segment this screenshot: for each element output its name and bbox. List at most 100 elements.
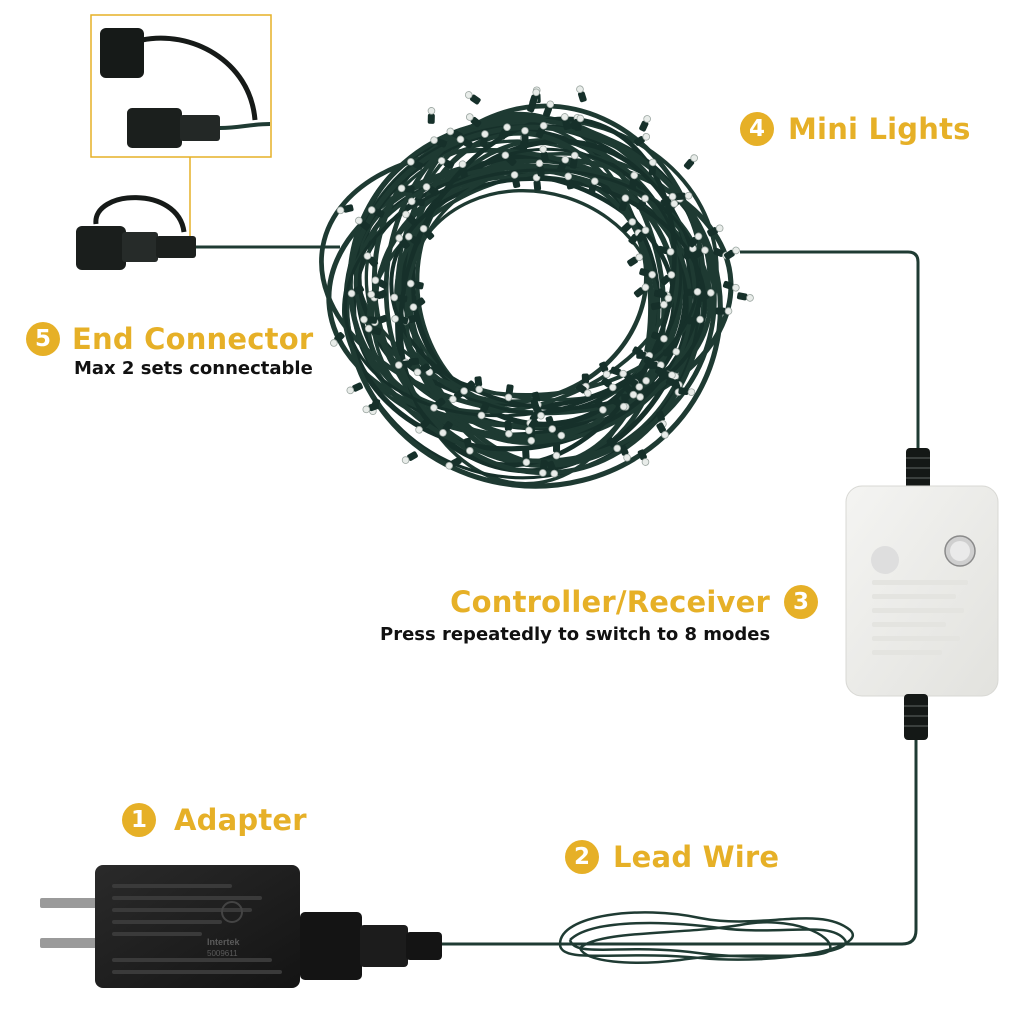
- callout-lead-wire: 2 Lead Wire: [565, 840, 779, 874]
- mini-light-bulb: [546, 460, 559, 478]
- callout-number-badge: 1: [122, 803, 156, 837]
- mini-light-bulb: [651, 331, 668, 343]
- callout-number-badge: 2: [565, 840, 599, 874]
- adapter-cert-number: 5009611: [207, 949, 238, 958]
- mini-light-bulb: [510, 171, 521, 189]
- mini-light-bulb: [501, 151, 517, 166]
- mini-light-bulb: [675, 191, 693, 201]
- callout-mini-lights: 4 Mini Lights: [740, 112, 971, 146]
- mini-light-bulb: [367, 290, 385, 299]
- mini-light-bulb: [569, 114, 585, 130]
- mini-light-bulb: [629, 171, 639, 189]
- mini-light-bulb: [639, 268, 656, 279]
- mini-light-bulb: [692, 246, 709, 259]
- lead-wire: [440, 740, 918, 946]
- mini-light-bulb: [394, 360, 412, 369]
- mini-light-bulb: [460, 380, 476, 395]
- mini-light-bulb: [465, 113, 482, 128]
- mini-light-bulb: [736, 292, 754, 302]
- mini-lights-bulbs: [330, 85, 754, 478]
- mini-light-bulb: [330, 332, 345, 347]
- mini-light-bulb: [456, 135, 473, 149]
- mini-light-bulb: [407, 197, 425, 207]
- mini-light-bulb: [610, 366, 627, 378]
- lead-wire-loop: [578, 921, 832, 964]
- mini-light-bulb: [402, 210, 418, 225]
- connector-detail-inset: [90, 14, 272, 240]
- mini-light-bulb: [407, 158, 424, 170]
- mini-light-bulb: [409, 297, 426, 311]
- mini-light-bulb: [532, 403, 545, 420]
- adapter-cert-mark: Intertek: [207, 937, 241, 947]
- mini-light-bulb: [464, 91, 481, 105]
- mini-light-bulb: [535, 121, 548, 139]
- mini-light-bulb: [627, 253, 644, 267]
- mini-light-bulb: [406, 279, 424, 290]
- mini-light-bulb: [362, 402, 380, 414]
- mini-light-bulb: [647, 361, 665, 369]
- mini-light-bulb: [599, 361, 611, 379]
- mini-light-bulb: [639, 115, 651, 132]
- mini-light-bulb: [413, 363, 430, 377]
- mini-light-bulb: [391, 315, 409, 325]
- callout-number-badge: 5: [26, 322, 60, 356]
- lead-wire-loop: [558, 911, 854, 961]
- mini-light-bulb: [539, 459, 548, 477]
- mini-light-bulb: [363, 252, 379, 268]
- lead-wire-loops: [558, 911, 854, 964]
- mini-light-bulb: [346, 382, 363, 395]
- strain-relief-top: [906, 448, 930, 490]
- mini-light-bulb: [619, 444, 631, 462]
- callout-title: Adapter: [174, 803, 307, 837]
- wire-to-controller: [740, 250, 920, 455]
- mini-light-bulb: [594, 397, 607, 414]
- mini-light-bulb: [364, 324, 382, 336]
- mini-light-bulb: [621, 218, 637, 233]
- mini-light-bulb: [498, 123, 511, 140]
- mini-light-bulb: [682, 244, 697, 261]
- mini-light-bulb: [687, 232, 703, 248]
- mini-light-bulb: [458, 160, 468, 178]
- mini-light-bulb: [543, 100, 555, 118]
- callout-number-badge: 4: [740, 112, 774, 146]
- mini-light-bulb: [474, 376, 483, 394]
- mini-light-bulb: [634, 132, 651, 146]
- mini-light-bulb: [618, 194, 630, 212]
- mini-light-bulb: [656, 422, 669, 439]
- mini-light-bulb: [430, 397, 446, 412]
- mini-light-bulb: [504, 420, 513, 438]
- mini-light-bulb: [445, 457, 462, 470]
- mini-light-bulb: [601, 377, 617, 392]
- mini-light-bulb: [463, 437, 474, 455]
- callout-subtitle: Press repeatedly to switch to 8 modes: [380, 624, 771, 645]
- mini-light-bulb: [678, 387, 696, 396]
- mini-light-bulb: [535, 159, 545, 177]
- mode-button[interactable]: [944, 535, 976, 567]
- mini-light-bulb: [437, 157, 455, 169]
- callout-adapter: 1 Adapter: [122, 803, 307, 837]
- mini-light-bulb: [401, 451, 418, 464]
- mini-light-bulb: [367, 206, 385, 218]
- mini-light-bulb: [650, 300, 668, 311]
- mini-light-bulb: [395, 234, 410, 250]
- callout-title: Lead Wire: [613, 840, 780, 874]
- mini-light-bulb: [525, 418, 539, 435]
- mini-light-bulb: [660, 271, 676, 286]
- mini-light-bulb: [422, 183, 439, 196]
- mini-light-bulb: [430, 136, 447, 148]
- mini-light-bulb: [627, 376, 644, 391]
- mini-light-bulb: [521, 126, 529, 144]
- mini-light-bulb: [660, 192, 677, 207]
- mini-light-bulb: [683, 154, 698, 170]
- mini-light-bulb: [722, 280, 740, 292]
- callout-title: Controller/Receiver: [450, 585, 770, 619]
- mini-light-bulb: [606, 437, 622, 453]
- mini-light-bulb: [686, 315, 704, 325]
- end-connector: [76, 195, 340, 270]
- mini-light-bulb: [439, 421, 453, 437]
- callout-title: End Connector: [72, 322, 314, 356]
- mini-light-bulb: [560, 113, 571, 131]
- wire-loop: [347, 117, 717, 464]
- mini-light-bulb: [529, 88, 541, 106]
